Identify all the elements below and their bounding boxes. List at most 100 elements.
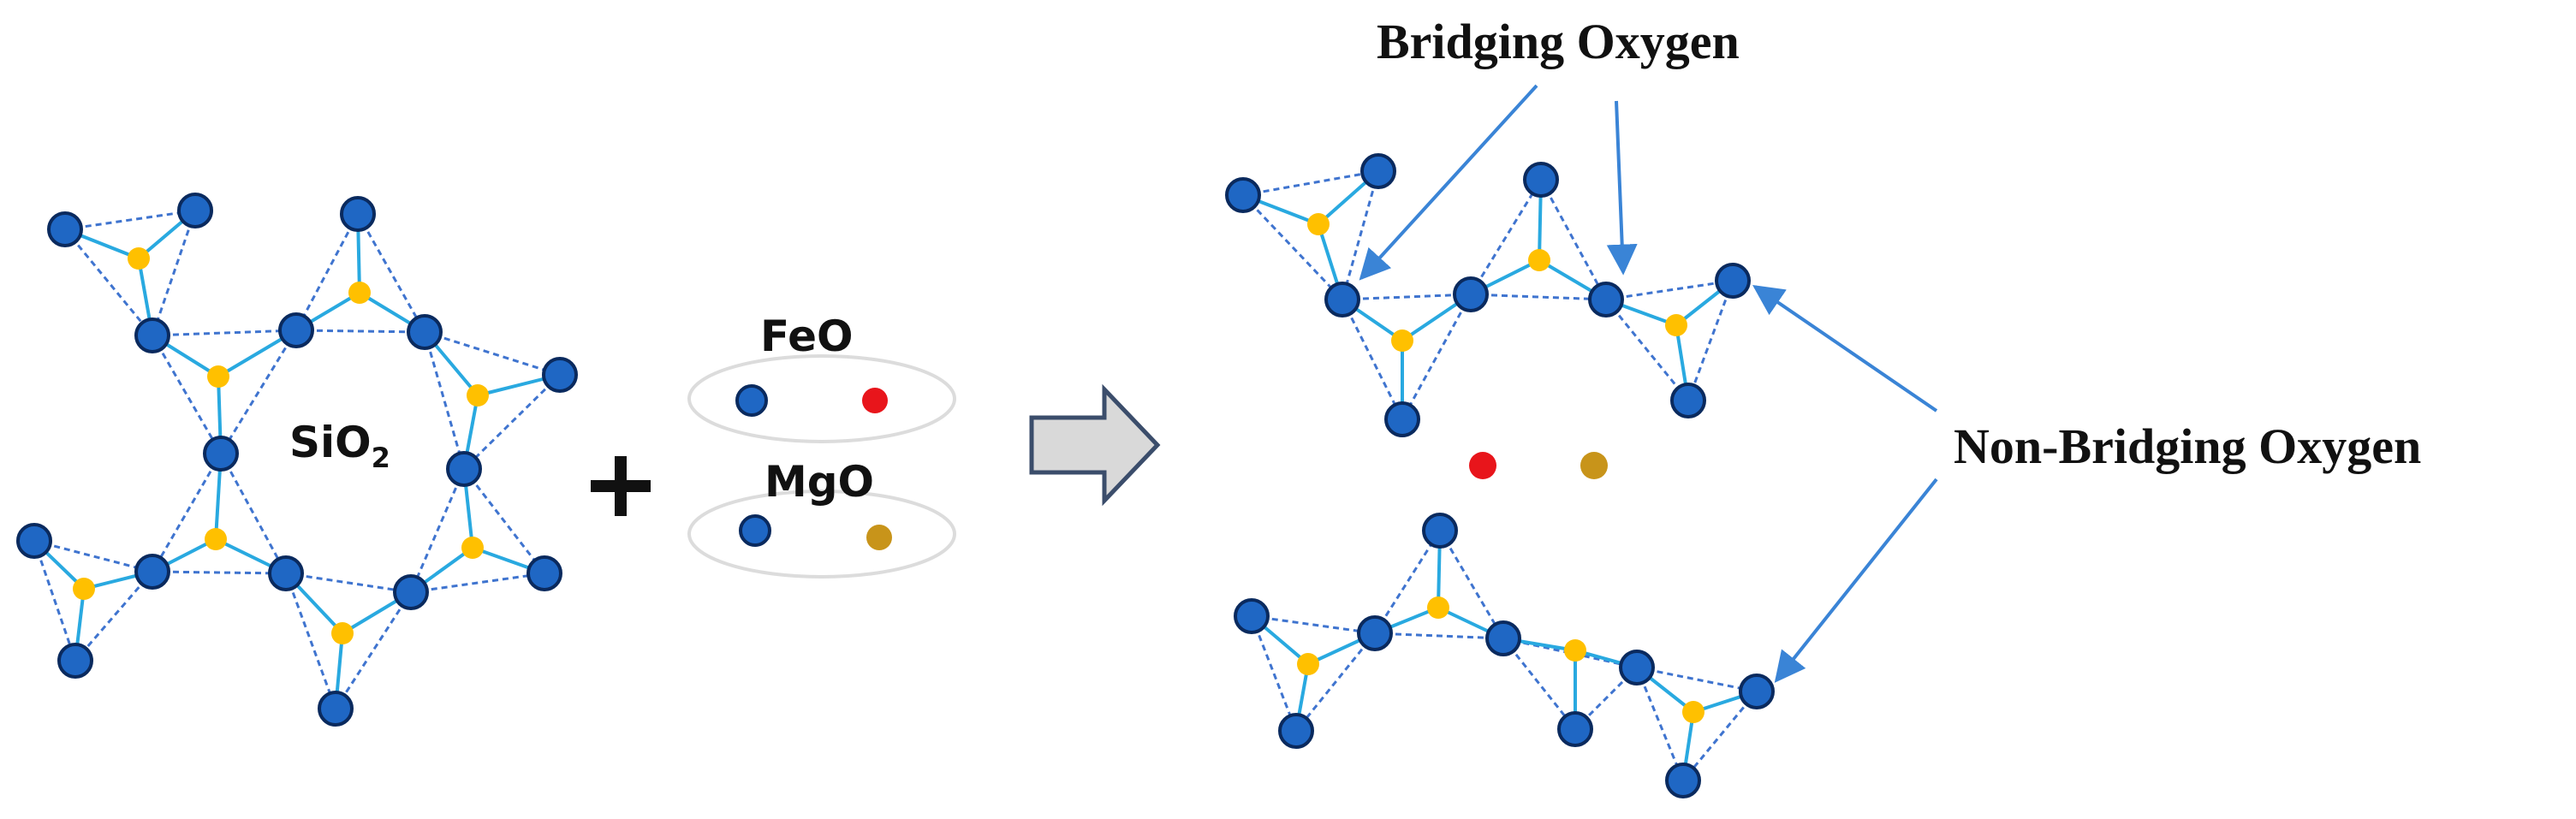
tetrahedron-edge xyxy=(1687,280,1734,401)
silicon-atom xyxy=(1528,249,1550,271)
mgo-group-oval xyxy=(687,490,956,579)
oxygen-atom xyxy=(57,643,93,679)
silicon-atom xyxy=(128,247,150,270)
sio4-tetrahedron xyxy=(151,329,298,454)
oxygen-atom xyxy=(1715,263,1751,299)
silicon-atom xyxy=(207,365,229,388)
tetrahedron-edge xyxy=(409,468,466,593)
oxygen-atom xyxy=(1523,162,1559,198)
tetrahedron-edge xyxy=(356,213,426,333)
oxygen-atom xyxy=(134,554,170,590)
tetrahedron-edge xyxy=(1342,293,1472,301)
silicon-atom xyxy=(205,528,227,550)
oxygen-atom xyxy=(393,574,429,610)
depolymerized-chains xyxy=(1225,153,1775,798)
sio4-tetrahedron xyxy=(63,209,197,336)
oxygen-atom xyxy=(1670,383,1706,418)
tetrahedron-edge xyxy=(1373,530,1442,634)
tetrahedron-edge xyxy=(33,540,77,662)
reaction-arrow-icon xyxy=(1029,383,1161,507)
tetrahedron-edge xyxy=(1241,193,1344,301)
bridging-pointer-1 xyxy=(1359,84,1538,281)
tetrahedron-edge xyxy=(334,591,413,709)
tetrahedron-edge xyxy=(151,335,223,454)
oxygen-atom xyxy=(1357,615,1393,651)
tetrahedron-edge xyxy=(1401,294,1472,420)
tetrahedron-edge xyxy=(295,329,425,334)
magnesium-atom xyxy=(866,525,892,550)
bridging-oxygen-label: Bridging Oxygen xyxy=(1377,14,1740,69)
tetrahedron-edge xyxy=(462,373,562,471)
tetrahedron-edge xyxy=(294,213,360,331)
silicon-atom xyxy=(1307,213,1330,235)
oxygen-atom xyxy=(1665,763,1701,798)
tetrahedron-edge xyxy=(151,210,197,336)
oxygen-atom xyxy=(407,314,443,350)
bridging-pointer-2 xyxy=(1606,100,1638,276)
oxygen-atom xyxy=(318,691,354,727)
tetrahedron-edge xyxy=(1374,632,1504,640)
oxygen-atom xyxy=(1422,513,1458,549)
oxygen-atom xyxy=(1739,674,1775,709)
tetrahedron-edge xyxy=(424,330,561,377)
oxygen-atom xyxy=(177,193,213,228)
tetrahedron-edge xyxy=(462,468,546,574)
tetrahedron-edge xyxy=(74,571,154,662)
oxygen-atom xyxy=(542,357,578,393)
tetrahedron-edge xyxy=(1539,179,1608,300)
mgo-label: MgO xyxy=(764,457,874,507)
feo-oxygen-atom xyxy=(735,384,768,417)
mgo-oxygen-atom xyxy=(739,514,771,547)
oxygen-atom xyxy=(134,318,170,353)
feo-group-oval xyxy=(687,354,956,443)
silica-label: SiO2 xyxy=(289,418,390,474)
sio4-tetrahedron xyxy=(409,468,546,594)
tetrahedron-edge xyxy=(1470,293,1607,301)
silicon-atom xyxy=(1682,701,1704,723)
tetrahedron-edge xyxy=(64,209,196,231)
tetrahedron-edge xyxy=(1469,179,1543,295)
tetrahedron-edge xyxy=(1438,530,1505,639)
oxygen-atom xyxy=(1384,401,1420,437)
silicon-atom xyxy=(1391,329,1413,352)
oxygen-atom xyxy=(47,211,83,247)
tetrahedron-edge xyxy=(219,453,288,574)
iron-atom xyxy=(862,388,888,413)
plus-icon xyxy=(591,456,651,516)
free-magnesium-cation xyxy=(1580,452,1608,479)
sio4-tetrahedron xyxy=(423,330,562,471)
oxygen-atom xyxy=(446,451,482,487)
oxygen-atom xyxy=(278,312,314,348)
non-bridging-pointer-2 xyxy=(1774,478,1938,683)
silicon-atom xyxy=(348,282,371,304)
sio4-tetrahedron xyxy=(1604,279,1734,401)
tetrahedron-edge xyxy=(219,329,298,454)
oxygen-atom xyxy=(203,436,239,472)
silicon-atom xyxy=(461,537,484,559)
silicon-atom xyxy=(331,622,354,644)
sio4-tetrahedron xyxy=(1241,169,1380,301)
tetrahedron-edge xyxy=(1341,299,1404,420)
tetrahedron-edge xyxy=(1502,638,1577,730)
oxygen-atom xyxy=(1453,276,1489,312)
free-iron-cation xyxy=(1469,452,1496,479)
silica-network xyxy=(16,193,578,727)
sio4-tetrahedron xyxy=(151,453,288,575)
oxygen-atom xyxy=(1234,598,1270,634)
tetrahedron-edge xyxy=(1681,691,1758,781)
oxygen-atom xyxy=(1485,620,1521,656)
tetrahedron-edge xyxy=(285,572,412,594)
sio4-tetrahedron xyxy=(33,539,154,662)
feo-label: FeO xyxy=(760,312,854,361)
oxygen-atom xyxy=(1225,177,1261,213)
silicon-atom xyxy=(1297,653,1319,675)
oxygen-atom xyxy=(1278,713,1314,749)
silicon-atom xyxy=(1427,596,1449,619)
sio4-tetrahedron xyxy=(1635,666,1758,781)
oxygen-atom xyxy=(1360,153,1396,189)
silicon-atom xyxy=(467,384,489,407)
oxygen-atom xyxy=(16,523,52,559)
oxygen-atom xyxy=(1619,650,1655,685)
non-bridging-oxygen-label: Non-Bridging Oxygen xyxy=(1954,418,2421,474)
tetrahedron-edge xyxy=(151,453,223,573)
